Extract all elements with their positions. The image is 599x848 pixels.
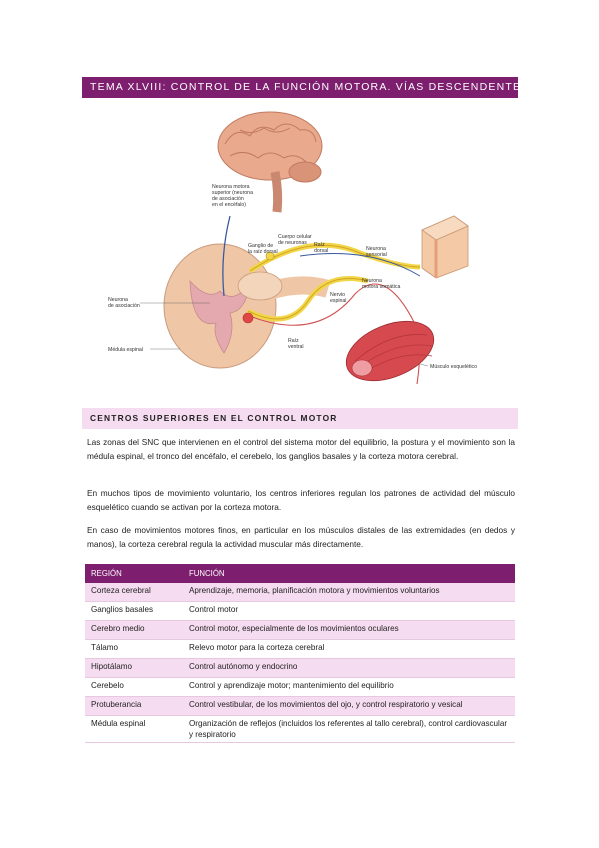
- table-row: Ganglios basales Control motor: [85, 601, 515, 621]
- function-cell: Control vestibular, de los movimientos d…: [183, 696, 515, 716]
- dorsal-root-label: Raíz dorsal: [314, 242, 328, 254]
- table-row: Cerebro medio Control motor, especialmen…: [85, 620, 515, 640]
- spinal-nerve-label: Nervio espinal: [330, 292, 346, 304]
- region-cell: Hipotálamo: [85, 658, 183, 678]
- region-cell: Cerebro medio: [85, 620, 183, 640]
- region-cell: Tálamo: [85, 639, 183, 659]
- table-row: Tálamo Relevo motor para la corteza cere…: [85, 639, 515, 659]
- upper-motor-neuron-label: Neurona motora superior (neurona de asoc…: [212, 184, 254, 208]
- ventral-root-label: Raíz ventral: [288, 338, 304, 350]
- brain-illustration: [217, 111, 323, 213]
- dorsal-ganglion-label: Ganglio de la raíz dorsal: [248, 243, 278, 255]
- regions-table: REGIÓN FUNCIÓN Corteza cerebral Aprendiz…: [85, 564, 515, 743]
- function-cell: Control autónomo y endocrino: [183, 658, 515, 678]
- table-row: Protuberancia Control vestibular, de los…: [85, 696, 515, 716]
- function-cell: Control motor: [183, 601, 515, 621]
- paragraph-2: En muchos tipos de movimiento voluntario…: [87, 488, 515, 512]
- header-region: REGIÓN: [85, 564, 183, 583]
- header-function: FUNCIÓN: [183, 564, 515, 583]
- paragraph-1: Las zonas del SNC que intervienen en el …: [87, 437, 515, 461]
- region-cell: Ganglios basales: [85, 601, 183, 621]
- section-heading: CENTROS SUPERIORES EN EL CONTROL MOTOR: [82, 408, 518, 429]
- cell-body-label: Cuerpo celular de neuronas: [278, 234, 313, 246]
- somatic-motor-neuron-label: Neurona motora somática: [362, 278, 400, 290]
- region-cell: Corteza cerebral: [85, 583, 183, 602]
- page-title: TEMA XLVIII: CONTROL DE LA FUNCIÓN MOTOR…: [82, 77, 528, 98]
- region-cell: Médula espinal: [85, 715, 183, 743]
- table-row: Médula espinal Organización de reflejos …: [85, 715, 515, 743]
- spinal-cord-illustration: [163, 243, 331, 369]
- reflex-arc-svg: Neurona motora superior (neurona de asoc…: [108, 111, 477, 385]
- region-cell: Protuberancia: [85, 696, 183, 716]
- reflex-arc-illustration: Neurona motora superior (neurona de asoc…: [100, 106, 500, 396]
- table-row: Cerebelo Control y aprendizaje motor; ma…: [85, 677, 515, 697]
- label-leader-lines: [140, 302, 429, 367]
- region-cell: Cerebelo: [85, 677, 183, 697]
- spinal-cord-label: Médula espinal: [108, 347, 143, 353]
- function-cell: Relevo motor para la corteza cerebral: [183, 639, 515, 659]
- function-cell: Control y aprendizaje motor; mantenimien…: [183, 677, 515, 697]
- table-row: Corteza cerebral Aprendizaje, memoria, p…: [85, 583, 515, 602]
- function-cell: Aprendizaje, memoria, planificación moto…: [183, 583, 515, 602]
- sensory-neuron-label: Neurona sensorial: [366, 246, 387, 258]
- paragraph-3: En caso de movimientos motores finos, en…: [87, 525, 515, 549]
- association-neuron-label: Neurona de asociación: [108, 297, 140, 309]
- table-header-row: REGIÓN FUNCIÓN: [85, 564, 515, 583]
- function-cell: Organización de reflejos (incluidos los …: [183, 715, 515, 743]
- table-row: Hipotálamo Control autónomo y endocrino: [85, 658, 515, 678]
- skin-illustration: [421, 215, 469, 279]
- skeletal-muscle-label: Músculo esquelético: [430, 364, 477, 370]
- function-cell: Control motor, especialmente de los movi…: [183, 620, 515, 640]
- skeletal-muscle-illustration: [345, 320, 435, 382]
